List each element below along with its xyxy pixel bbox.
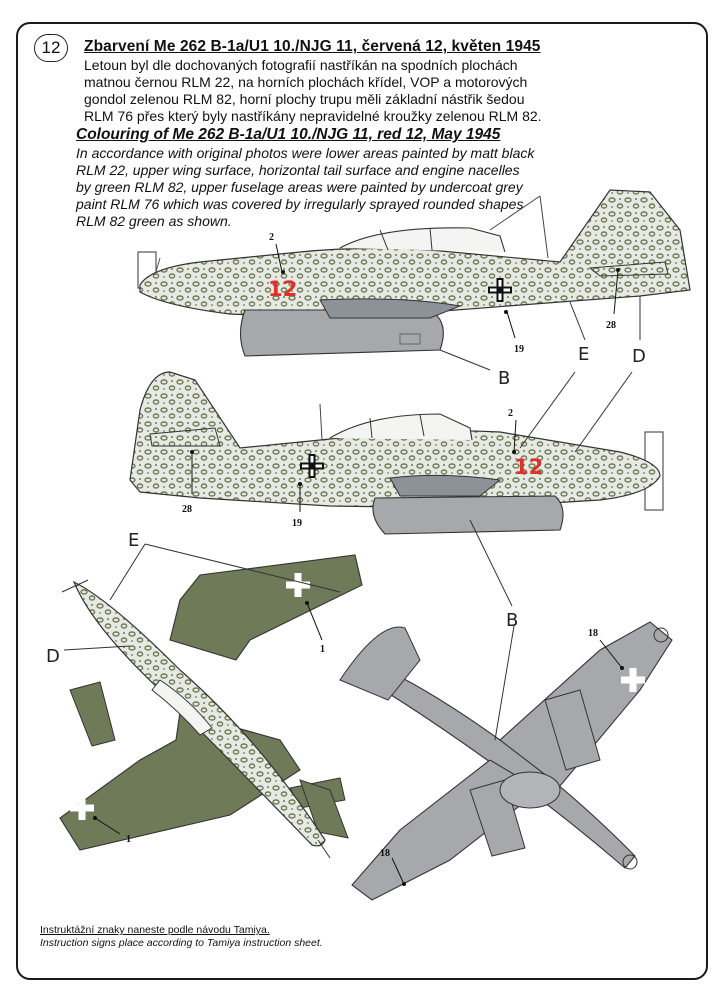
callout-2-upper: 2 xyxy=(269,232,274,243)
code-12-lower-side: 12 xyxy=(514,455,543,479)
label-b-upper: B xyxy=(498,368,510,389)
callout-18-wing-left: 18 xyxy=(380,848,390,859)
callout-28-upper: 28 xyxy=(606,320,616,331)
label-d-top: D xyxy=(46,646,60,667)
code-12-upper-side: 12 xyxy=(268,277,297,301)
footnote-czech: Instruktážní znaky naneste podle návodu … xyxy=(40,924,270,936)
description-czech: Letoun byl dle dochovaných fotografií na… xyxy=(84,57,542,124)
callout-1-wing-left: 1 xyxy=(126,834,131,845)
description-english: In accordance with original photos were … xyxy=(76,145,535,229)
bottom-view: 18 18 B xyxy=(339,610,673,910)
callout-2-lower: 2 xyxy=(508,408,513,419)
top-view: 1 1 E D xyxy=(46,530,363,859)
sheet-border xyxy=(16,22,708,980)
label-d-upper: D xyxy=(632,346,646,367)
footnote-english: Instruction signs place according to Tam… xyxy=(40,937,323,949)
callout-28-lower: 28 xyxy=(182,504,192,515)
side-view-upper: 12 2 19 28 B E D xyxy=(137,189,691,389)
callout-1-wing-right: 1 xyxy=(320,644,325,655)
page-number: 12 xyxy=(34,34,68,62)
side-view-lower: 12 2 19 28 xyxy=(129,371,664,607)
label-e-upper: E xyxy=(578,344,589,365)
callout-18-wing-right: 18 xyxy=(588,628,598,639)
title-czech: Zbarvení Me 262 B-1a/U1 10./NJG 11, červ… xyxy=(84,38,541,55)
label-b-bottom: B xyxy=(506,610,518,631)
title-english: Colouring of Me 262 B-1a/U1 10./NJG 11, … xyxy=(76,126,501,143)
callout-19-upper: 19 xyxy=(514,344,524,355)
callout-19-lower: 19 xyxy=(292,518,302,529)
label-e-top: E xyxy=(128,530,139,551)
